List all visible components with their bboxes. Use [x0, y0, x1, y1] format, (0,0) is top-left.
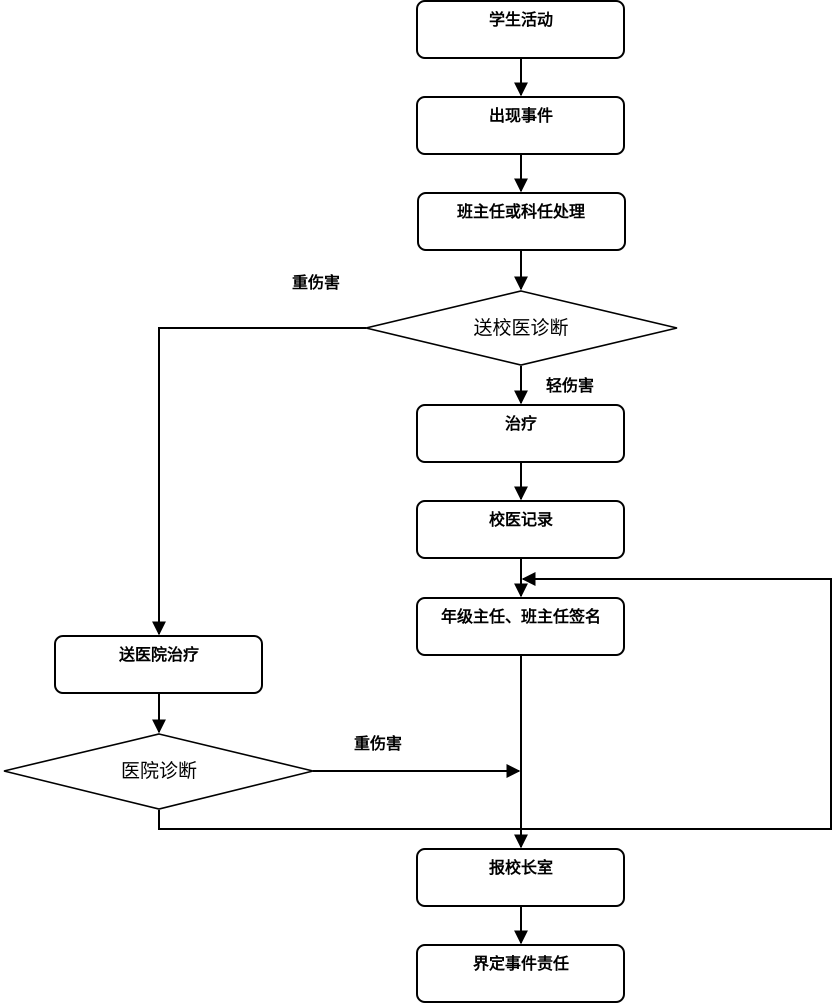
node-incident-label: 出现事件 [489, 106, 553, 125]
node-hospital-treatment-label: 送医院治疗 [118, 645, 199, 664]
decision-school-doctor-diagnosis [365, 290, 678, 366]
node-treatment-label: 治疗 [505, 414, 537, 433]
node-report-principal-label: 报校长室 [489, 858, 553, 877]
node-student-activity [416, 0, 625, 59]
node-doctor-record-label: 校医记录 [489, 510, 553, 529]
edge-label-serious-top: 重伤害 [292, 273, 340, 292]
edge-label-serious-bottom: 重伤害 [354, 734, 402, 753]
edge-label-minor: 轻伤害 [546, 376, 594, 395]
node-incident [416, 96, 625, 155]
node-define-responsibility [416, 944, 625, 1003]
node-teacher-handle-label: 班主任或科任处理 [457, 202, 585, 221]
node-hospital-treatment [54, 635, 263, 694]
decision-school-doctor-diagnosis-label: 送校医诊断 [473, 317, 568, 339]
node-report-principal [416, 848, 625, 907]
node-define-responsibility-label: 界定事件责任 [473, 954, 569, 973]
decision-hospital-diagnosis [3, 733, 314, 810]
node-student-activity-label: 学生活动 [489, 10, 553, 29]
decision-hospital-diagnosis-label: 医院诊断 [121, 760, 197, 782]
node-teacher-handle [417, 192, 626, 251]
node-sign-off-label: 年级主任、班主任签名 [441, 607, 601, 626]
arrow-serious-to-hospital [152, 327, 366, 636]
arrow-loop-to-signoff [158, 572, 832, 830]
node-doctor-record [416, 500, 625, 559]
node-sign-off [416, 597, 625, 656]
node-treatment [416, 404, 625, 463]
